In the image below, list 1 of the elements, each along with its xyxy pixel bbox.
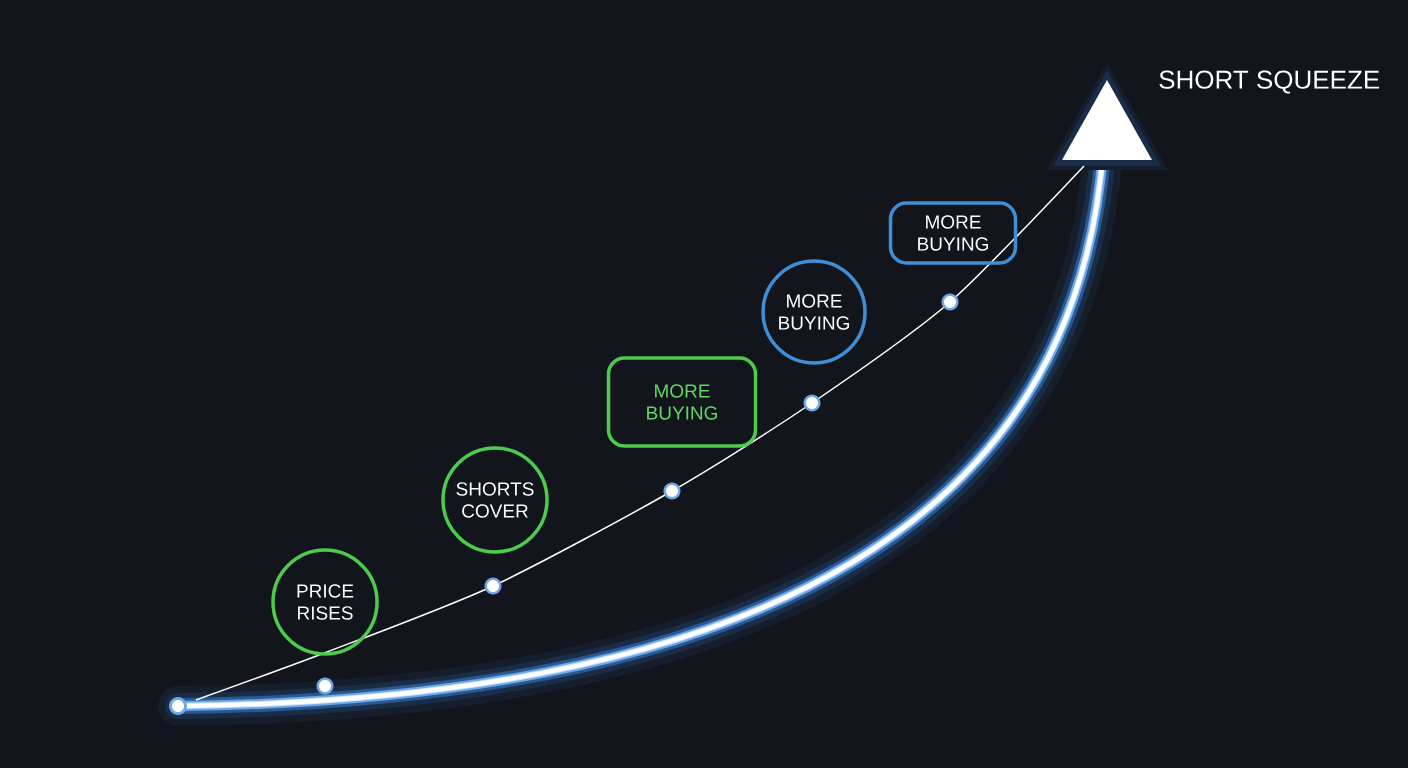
arrow-label: SHORT SQUEEZE — [1159, 70, 1380, 94]
